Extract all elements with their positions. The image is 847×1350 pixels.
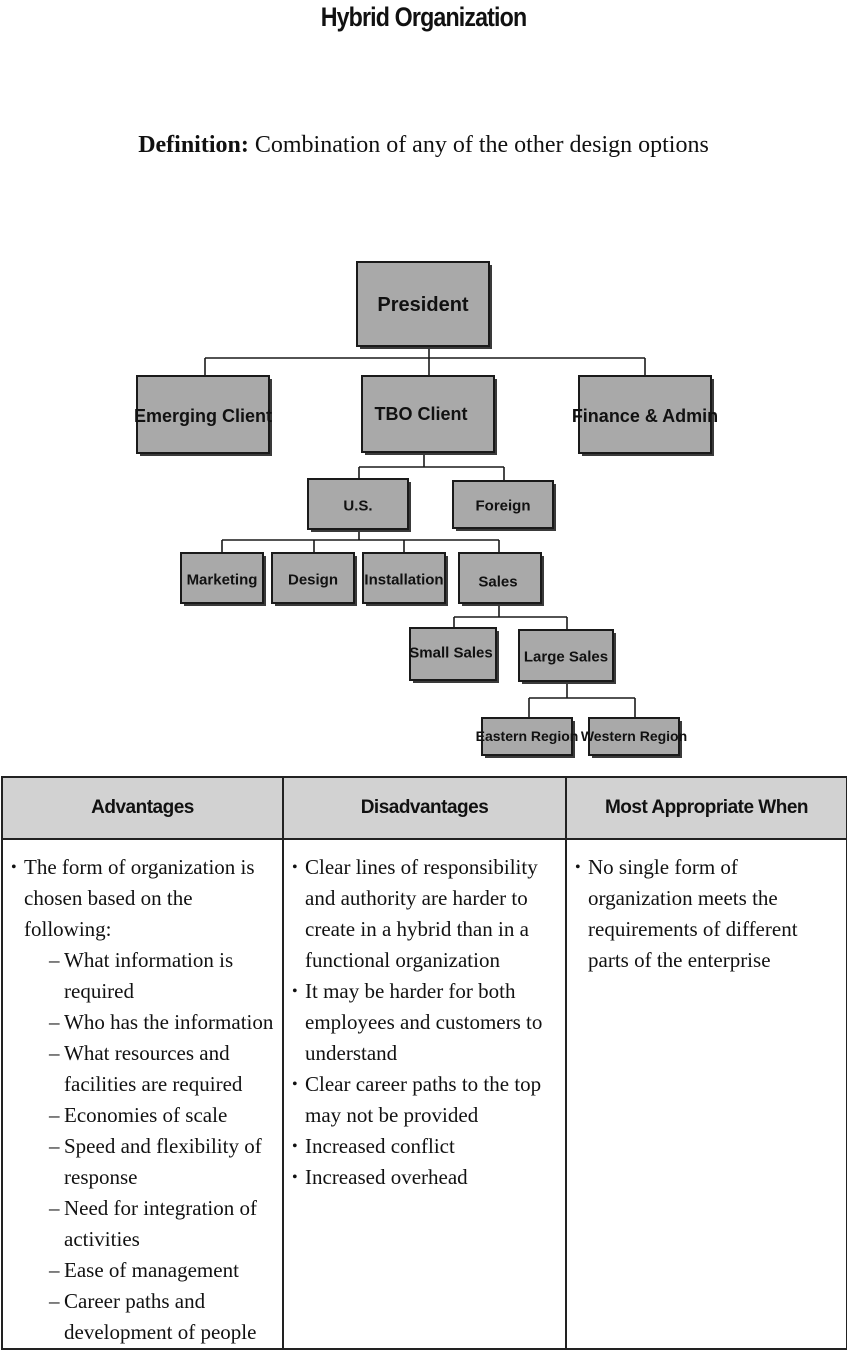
node-us: U.S. [307,478,411,532]
node-foreign: Foreign [452,480,556,531]
connector-president [204,346,646,376]
list-item: It may be harder for both employees and … [292,976,561,1069]
node-western-region-label: Western Region [581,728,687,744]
node-design: Design [271,552,357,606]
node-president: President [356,261,492,349]
most-appropriate-list: No single form of organization meets the… [575,852,842,976]
node-emerging-client-label: Emerging Client [134,406,272,426]
list-item: Ease of management [49,1255,278,1286]
list-item: What resources and facilities are requir… [49,1038,278,1100]
connector-sales [453,604,568,630]
page-title: Hybrid Organization [320,2,527,32]
node-foreign-label: Foreign [476,498,531,515]
header-advantages: Advantages [1,776,284,840]
connector-us [221,530,500,553]
list-item: What information is required [49,945,278,1007]
list-item: Economies of scale [49,1100,278,1131]
node-eastern-region: Eastern Region [476,717,579,758]
header-disadvantages: Disadvantages [282,776,567,840]
list-item: Clear career paths to the top may not be… [292,1069,561,1131]
advantages-sublist: What information is required Who has the… [24,945,278,1348]
list-item: The form of organization is chosen based… [11,852,278,1348]
list-item: Speed and flexibility of response [49,1131,278,1193]
advantages-list: The form of organization is chosen based… [11,852,278,1348]
node-tbo-client-label: TBO Client [375,404,468,424]
node-finance-admin: Finance & Admin [572,375,718,456]
list-item: Clear lines of responsibility and author… [292,852,561,976]
node-marketing: Marketing [180,552,266,606]
node-small-sales-label: Small Sales [409,645,492,662]
node-tbo-client: TBO Client [361,375,497,455]
definition: Definition: Combination of any of the ot… [0,132,847,159]
node-western-region: Western Region [581,717,687,758]
node-installation: Installation [362,552,448,606]
definition-text: Combination of any of the other design o… [254,132,709,158]
node-sales: Sales [458,552,544,606]
table-header-row: Advantages Disadvantages Most Appropriat… [1,776,847,840]
org-chart: President Emerging Client TBO Client Fin… [134,261,718,758]
list-item: Career paths and development of people [49,1286,278,1348]
node-large-sales-label: Large Sales [524,649,608,666]
list-item: Need for integration of activities [49,1193,278,1255]
node-finance-admin-label: Finance & Admin [572,406,718,426]
advantages-intro: The form of organization is chosen based… [24,855,255,941]
list-item: Increased conflict [292,1131,561,1162]
definition-label: Definition: [138,132,249,158]
node-installation-label: Installation [364,572,443,589]
comparison-table: Advantages Disadvantages Most Appropriat… [1,776,847,1350]
node-eastern-region-label: Eastern Region [476,728,579,744]
disadvantages-list: Clear lines of responsibility and author… [292,852,561,1193]
node-design-label: Design [288,572,338,589]
node-small-sales: Small Sales [409,627,499,683]
node-president-label: President [377,294,468,316]
list-item: No single form of organization meets the… [575,852,842,976]
node-emerging-client: Emerging Client [134,375,272,456]
most-appropriate-cell: No single form of organization meets the… [565,838,847,1350]
list-item: Who has the information [49,1007,278,1038]
org-chart-connectors [204,346,646,718]
header-most-appropriate: Most Appropriate When [565,776,847,840]
connector-tbo [358,452,505,481]
disadvantages-cell: Clear lines of responsibility and author… [282,838,567,1350]
node-sales-label: Sales [478,574,517,591]
node-marketing-label: Marketing [187,572,258,589]
advantages-cell: The form of organization is chosen based… [1,838,284,1350]
table-body-row: The form of organization is chosen based… [1,838,847,1350]
connector-large-sales [528,681,636,718]
node-us-label: U.S. [343,498,372,515]
list-item: Increased overhead [292,1162,561,1193]
node-large-sales: Large Sales [518,629,616,684]
